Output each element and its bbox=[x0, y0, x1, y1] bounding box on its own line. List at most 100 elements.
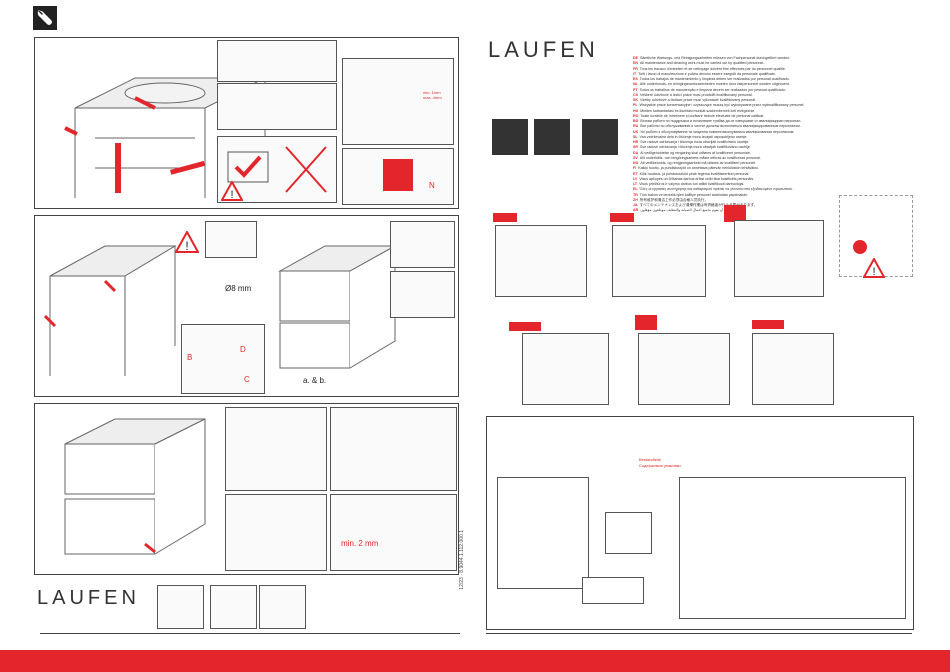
language-text: Kaikki huolto- ja puhdistustyöt on annet… bbox=[638, 166, 759, 171]
brand-logo-right: LAUFEN bbox=[488, 37, 599, 62]
language-code: SK bbox=[633, 98, 638, 102]
language-text: Kõik hooldus- ja puhastustööd peab tegem… bbox=[639, 171, 750, 176]
detail-bracket bbox=[205, 221, 257, 258]
vanity-variant-4 bbox=[522, 333, 609, 405]
language-code: HU bbox=[633, 108, 639, 113]
language-text: Todos os trabalhos de manutenção e limpe… bbox=[639, 87, 786, 92]
language-line: ARيجب أن يقوم بجميع أعمال الصيانة والتنظ… bbox=[633, 208, 863, 213]
detail-runner-1 bbox=[390, 221, 455, 268]
wrench-tab bbox=[33, 6, 57, 30]
vanity-variant-2 bbox=[612, 225, 706, 297]
language-code: EN bbox=[633, 61, 638, 66]
detail-hand-adjust bbox=[225, 494, 327, 571]
svg-text:!: ! bbox=[872, 266, 875, 278]
language-text: Al vedligeholdelse og rengøring skal udf… bbox=[640, 150, 751, 155]
icon-cleaner bbox=[534, 119, 570, 155]
care-icon-2 bbox=[210, 585, 257, 629]
language-code: RO bbox=[633, 113, 639, 118]
language-code: SL bbox=[633, 134, 638, 139]
language-text: Visus apkopes un tīrīšanas darbus drīkst… bbox=[639, 176, 755, 181]
cabinet-frame bbox=[43, 245, 177, 376]
language-code: JA bbox=[633, 203, 638, 207]
language-code: LT bbox=[633, 182, 638, 186]
language-text: Все работы по обслуживанию и чистке долж… bbox=[640, 124, 801, 129]
label-c: C bbox=[244, 375, 250, 384]
language-text: Всички работи по поддръжка и почистване … bbox=[640, 119, 802, 123]
detail-runner-2 bbox=[390, 271, 455, 318]
svg-text:!: ! bbox=[230, 189, 233, 201]
drawer-frame bbox=[605, 512, 652, 554]
minmax-label: min. 1mm max. 4mm bbox=[423, 90, 442, 100]
detail-hinge-adjust bbox=[342, 58, 454, 145]
language-code: PL bbox=[633, 103, 638, 108]
language-text: Toate lucrările de întreținere și curăța… bbox=[640, 113, 765, 118]
vanity-variant-5 bbox=[638, 333, 730, 405]
min2-label: min. 2 mm bbox=[341, 539, 379, 548]
variant-tag bbox=[724, 205, 746, 222]
vanity-variant-1 bbox=[495, 225, 587, 297]
language-code: FI bbox=[633, 166, 637, 171]
detail-drawer-side bbox=[225, 407, 327, 491]
language-text: Wszystkie prace konserwacyjne i czyszczą… bbox=[639, 103, 805, 108]
icon-hand bbox=[492, 119, 528, 155]
cabinet-drawers bbox=[278, 245, 397, 369]
wrench-icon bbox=[37, 10, 52, 25]
cabinet-open bbox=[64, 418, 206, 555]
step-panel-1: ! min. 1mm max. 4mm N bbox=[34, 37, 459, 209]
rule-left bbox=[40, 633, 460, 634]
variant-tag bbox=[509, 322, 541, 331]
language-code: DE bbox=[633, 56, 638, 60]
language-code: HR bbox=[633, 140, 639, 144]
language-code: ES bbox=[633, 77, 638, 81]
language-text: Sve radove održavanja i čišćenja mora ob… bbox=[640, 140, 750, 144]
language-text: Όλες οι εργασίες συντήρησης και καθαρισμ… bbox=[639, 187, 793, 192]
warning-icon: ! bbox=[862, 256, 886, 283]
rails bbox=[582, 577, 644, 604]
language-text: Tüm bakım ve temizlik işleri kalifiye pe… bbox=[639, 192, 749, 197]
warning-icon: ! bbox=[220, 179, 244, 206]
fittings-box bbox=[679, 477, 906, 619]
detail-screws-adjust bbox=[330, 407, 457, 491]
icon-wrench bbox=[582, 119, 618, 155]
language-text: Minden karbantartási és tisztítási munká… bbox=[640, 108, 756, 113]
variant-tag bbox=[635, 315, 657, 330]
language-code: BG bbox=[633, 119, 639, 123]
language-text: Sämtliche Wartungs- und Reinigungsarbeit… bbox=[640, 56, 791, 60]
red-dot bbox=[853, 240, 867, 254]
care-icon-1 bbox=[157, 585, 204, 629]
language-text: Sve radove održavanja i čišćenja mora ob… bbox=[640, 145, 751, 150]
language-code: NO bbox=[633, 161, 639, 165]
vanity-variant-6 bbox=[752, 333, 834, 405]
label-n: N bbox=[429, 181, 435, 190]
language-code: RU bbox=[633, 124, 639, 129]
check-icon bbox=[227, 146, 327, 193]
detail-screw-2 bbox=[217, 83, 337, 130]
parts-note-1: Bestandteile bbox=[639, 457, 662, 462]
doc-code: 12/23 · 8.9044.1.112.000.1 bbox=[459, 530, 465, 590]
language-text: Všetky údržbové a čistiace práce musí vy… bbox=[640, 98, 757, 102]
language-code: PT bbox=[633, 87, 638, 92]
language-text: Veškeré údržbové a čisticí práce musí pr… bbox=[640, 92, 753, 97]
language-code: AR bbox=[633, 208, 639, 213]
svg-text:!: ! bbox=[185, 239, 188, 253]
